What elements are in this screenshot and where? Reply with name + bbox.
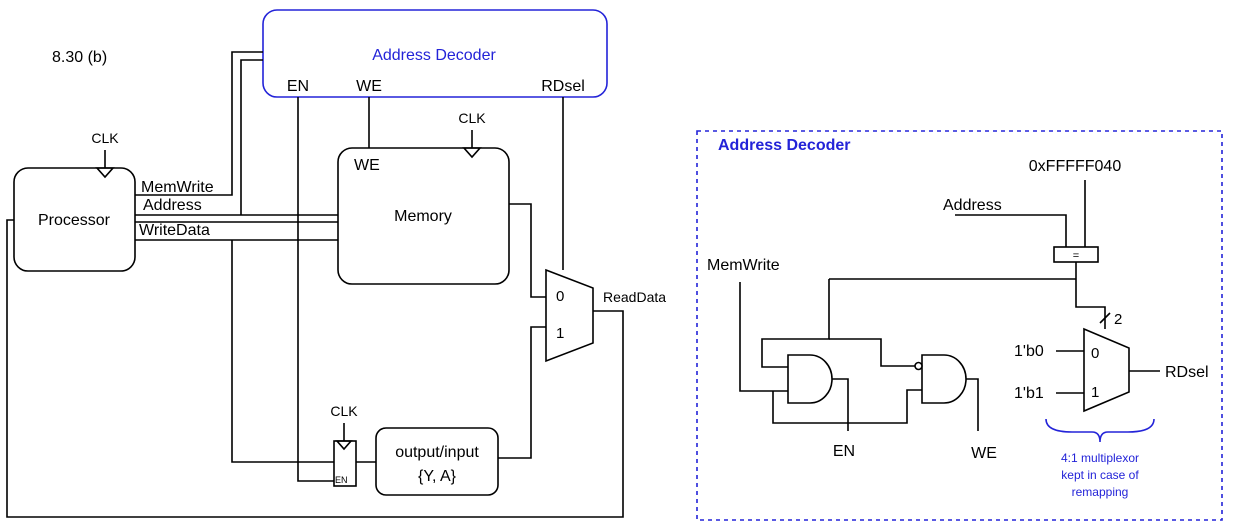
register-clk-triangle — [335, 440, 353, 451]
memory-clk-label: CLK — [458, 110, 486, 126]
decoder-rdsel-label: RDsel — [541, 78, 585, 95]
decoder-detail-frame — [696, 130, 1223, 521]
memory-we-label: WE — [354, 157, 380, 174]
memory-clk-triangle — [462, 147, 482, 159]
readdata-feedback-wire — [6, 219, 624, 518]
note-line-1: 4:1 multiplexor — [1061, 451, 1139, 465]
address-to-decoder-wire — [240, 59, 263, 215]
we-output-label: WE — [971, 445, 997, 462]
memwrite-to-nand-wire — [772, 389, 922, 424]
readdata-label: ReadData — [603, 289, 666, 305]
rdsel-output-label: RDsel — [1165, 364, 1209, 381]
b1-label: 1'b1 — [1014, 385, 1044, 402]
memwrite-input-label: MemWrite — [707, 257, 780, 274]
nand-gate — [921, 354, 967, 404]
mux-input-1: 1 — [556, 325, 564, 342]
io-to-mux-wire — [498, 326, 546, 459]
nand-inverter-bubble — [914, 361, 923, 371]
processor-label: Processor — [38, 212, 111, 229]
b0-label: 1'b0 — [1014, 343, 1044, 360]
bus-width-label: 2 — [1114, 311, 1122, 328]
address-input-label: Address — [943, 197, 1002, 214]
mux-input-0: 0 — [556, 288, 564, 305]
rdsel-mux-input-1: 1 — [1091, 384, 1099, 401]
bus-slash — [1099, 312, 1111, 324]
compare-to-gate-wire — [761, 279, 830, 368]
readdata-mux — [545, 268, 594, 363]
memory-label: Memory — [394, 208, 452, 225]
decoder-we-label: WE — [356, 78, 382, 95]
writedata-label: WriteData — [139, 222, 210, 239]
en-output-label: EN — [833, 443, 855, 460]
address-label: Address — [143, 197, 202, 214]
note-brace — [1045, 418, 1155, 443]
memory-to-mux-wire — [509, 203, 546, 298]
io-label-line1: output/input — [395, 444, 479, 461]
writedata-to-register-wire — [231, 240, 334, 463]
figure-label: 8.30 (b) — [52, 49, 107, 66]
memwrite-label: MemWrite — [141, 179, 214, 196]
address-input-wire — [955, 214, 1067, 247]
io-label-line2: {Y, A} — [418, 468, 457, 485]
note-line-2: kept in case of — [1061, 468, 1139, 482]
comparator-symbol: = — [1073, 250, 1079, 262]
decoder-en-label: EN — [287, 78, 309, 95]
io-block — [375, 427, 499, 496]
nand-to-we-wire — [966, 378, 979, 431]
memwrite-input-wire — [739, 282, 788, 392]
register-en-label: EN — [335, 475, 348, 485]
and-gate — [787, 354, 833, 404]
address-decoder-block — [262, 9, 608, 98]
processor-clk-label: CLK — [91, 130, 119, 146]
decoder-detail-title: Address Decoder — [718, 137, 851, 154]
register-clk-label: CLK — [330, 403, 358, 419]
memory-block — [337, 147, 510, 285]
rdsel-mux-input-0: 0 — [1091, 345, 1099, 362]
compare-to-nand-wire — [829, 338, 915, 367]
constant-label: 0xFFFFF040 — [1029, 158, 1122, 175]
processor-clk-triangle — [95, 167, 115, 179]
address-decoder-title: Address Decoder — [372, 47, 496, 64]
rdsel-mux — [1083, 327, 1130, 413]
en-wire — [297, 97, 334, 482]
note-line-3: remapping — [1072, 485, 1129, 499]
memwrite-wire — [135, 51, 263, 196]
and-to-en-wire — [832, 378, 849, 431]
